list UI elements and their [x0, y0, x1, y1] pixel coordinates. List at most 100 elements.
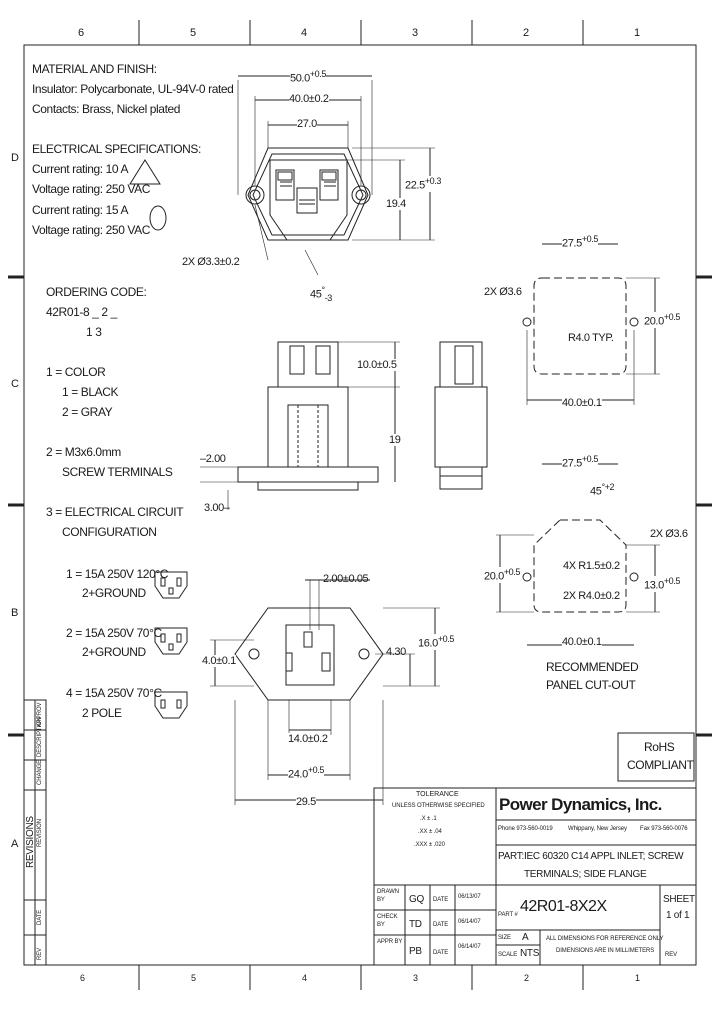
- check-by-label: CHECK BY: [377, 914, 398, 928]
- part-desc-2: TERMINALS; SIDE FLANGE: [524, 869, 647, 880]
- part-number: 42R01-8X2X: [520, 898, 607, 915]
- current-rating-1: Current rating: 10 A: [32, 162, 129, 176]
- panel-cutout-label: PANEL CUT-OUT: [546, 678, 636, 692]
- tuv-cert-icon: [129, 159, 161, 185]
- color-title: 1 = COLOR: [46, 365, 106, 379]
- dim-27: 27.0: [297, 118, 317, 130]
- dim-50: 50.0+0.5: [290, 69, 326, 85]
- grid-row-a: A: [11, 838, 19, 850]
- check-date: 06/14/07: [458, 919, 481, 925]
- pc2-dim-r4: 2X R4.0±0.2: [563, 590, 620, 602]
- voltage-rating-1: Voltage rating: 250 VAC: [32, 182, 150, 196]
- tolerance-title: TOLERANCE: [416, 791, 459, 798]
- check-date-label: DATE: [433, 922, 449, 928]
- rev-col-revision: REVISION: [37, 819, 43, 847]
- pc-dim-r4: R4.0 TYP.: [568, 332, 614, 344]
- ordering-positions: 1 3: [86, 325, 102, 339]
- revisions-title: REVISIONS: [25, 816, 36, 868]
- rev-col-change: CHANGE: [37, 759, 43, 785]
- part-desc-1: IEC 60320 C14 APPL INLET; SCREW: [524, 851, 684, 862]
- grid-col-1-bottom: 1: [635, 973, 641, 983]
- scale-label: SCALE: [498, 952, 518, 958]
- drawn-by-label: DRAWN BY: [377, 889, 399, 903]
- drawn-date-label: DATE: [433, 897, 449, 903]
- pc-dim-40: 40.0±0.1: [562, 397, 602, 409]
- grid-row-b: B: [11, 607, 19, 619]
- dim-29-5: 29.5: [296, 796, 316, 808]
- tolerance-x: .X ± .1: [420, 816, 437, 822]
- dim-mount-hole: 2X Ø3.3±0.2: [182, 256, 240, 268]
- pc2-dim-27-5: 27.5+0.5: [562, 454, 598, 470]
- panel-cutout-1: [522, 277, 639, 375]
- option-2-rating: 2 = 15A 250V 70°C: [66, 626, 162, 640]
- appr-by-label: APPR BY: [377, 939, 403, 945]
- circuit-title: 3 = ELECTRICAL CIRCUIT: [46, 505, 184, 519]
- inlet-front-view: [245, 147, 371, 241]
- rev-label: REV: [665, 952, 678, 958]
- option-1-config: 2+GROUND: [82, 586, 146, 600]
- company-fax: Fax 973-560-0076: [640, 826, 688, 832]
- circuit-symbol-1: [154, 571, 188, 599]
- note-units: DIMENSIONS ARE IN MILLIMETERS: [556, 948, 655, 954]
- circuit-symbol-2: [154, 627, 188, 655]
- screw-sub: SCREW TERMINALS: [62, 465, 173, 479]
- grid-col-5-bottom: 5: [191, 973, 197, 983]
- ul-cert-icon: [149, 205, 167, 231]
- dim-14: 14.0±0.2: [288, 733, 328, 745]
- drawn-by: GQ: [409, 894, 424, 905]
- sheet-label: SHEET: [663, 894, 695, 905]
- pc2-dim-45: 45°+2: [590, 482, 615, 498]
- grid-col-4: 4: [301, 27, 307, 39]
- pc2-dim-r15: 4X R1.5±0.2: [563, 560, 620, 572]
- grid-col-3-bottom: 3: [413, 973, 419, 983]
- pc-dim-hole: 2X Ø3.6: [484, 286, 522, 298]
- tolerance-sub: UNLESS OTHERWISE SPECIFIED: [392, 803, 485, 809]
- rohs-box: [617, 732, 695, 782]
- dim-2-05: 2.00±0.05: [323, 573, 369, 585]
- grid-col-3: 3: [412, 27, 418, 39]
- rev-col-date: DATE: [37, 909, 43, 925]
- recommended-label: RECOMMENDED: [546, 660, 639, 674]
- option-4-rating: 4 = 15A 250V 70°C: [66, 686, 162, 700]
- part-no-label: PART #: [498, 912, 518, 918]
- material-title: MATERIAL AND FINISH:: [32, 62, 157, 76]
- dim-40: 40.0±0.2: [289, 93, 329, 105]
- dim-22-5: 22.5+0.3: [405, 176, 441, 192]
- rev-col-rev: REV: [37, 947, 43, 960]
- grid-col-6-bottom: 6: [80, 973, 86, 983]
- grid-col-2: 2: [523, 27, 529, 39]
- dim-19-4: 19.4: [386, 198, 406, 210]
- scale-value: NTS: [520, 948, 540, 959]
- grid-col-5: 5: [190, 27, 196, 39]
- company-phone: Phone 973-560-0019: [498, 826, 553, 832]
- tolerance-xx: .XX ± .04: [418, 829, 442, 835]
- pc-dim-20: 20.0+0.5: [644, 312, 680, 328]
- company-city: Whippany, New Jersey: [568, 826, 627, 832]
- size-label: SIZE: [498, 935, 511, 941]
- color-black: 1 = BLACK: [62, 385, 119, 399]
- sheet-value: 1 of 1: [666, 910, 690, 921]
- appr-date: 06/14/07: [458, 944, 481, 950]
- inlet-end-view: [434, 341, 488, 490]
- option-4-config: 2 POLE: [82, 706, 122, 720]
- drawn-date: 06/13/07: [458, 894, 481, 900]
- option-1-rating: 1 = 15A 250V 120°C: [66, 567, 169, 581]
- dim-4: 4.0±0.1: [202, 655, 236, 667]
- ordering-code: 42R01-8 _ 2 _: [46, 305, 117, 319]
- pc-dim-27-5: 27.5+0.5: [562, 234, 598, 250]
- dim-19: 19: [389, 434, 401, 446]
- size-value: A: [522, 932, 529, 943]
- current-rating-2: Current rating: 15 A: [32, 203, 129, 217]
- pc2-dim-40: 40.0±0.1: [562, 636, 602, 648]
- ordering-title: ORDERING CODE:: [46, 285, 147, 299]
- check-by: TD: [409, 919, 422, 930]
- rev-col-description: DESCRIPTION: [37, 717, 43, 757]
- grid-row-d: D: [11, 152, 19, 164]
- grid-col-4-bottom: 4: [302, 973, 308, 983]
- voltage-rating-2: Voltage rating: 250 VAC: [32, 223, 150, 237]
- grid-col-2-bottom: 2: [524, 973, 530, 983]
- pc2-dim-hole: 2X Ø3.6: [650, 528, 688, 540]
- dim-16: 16.0+0.5: [418, 634, 454, 650]
- dim-3: 3.00–: [204, 502, 230, 514]
- part-label: PART:: [498, 851, 524, 862]
